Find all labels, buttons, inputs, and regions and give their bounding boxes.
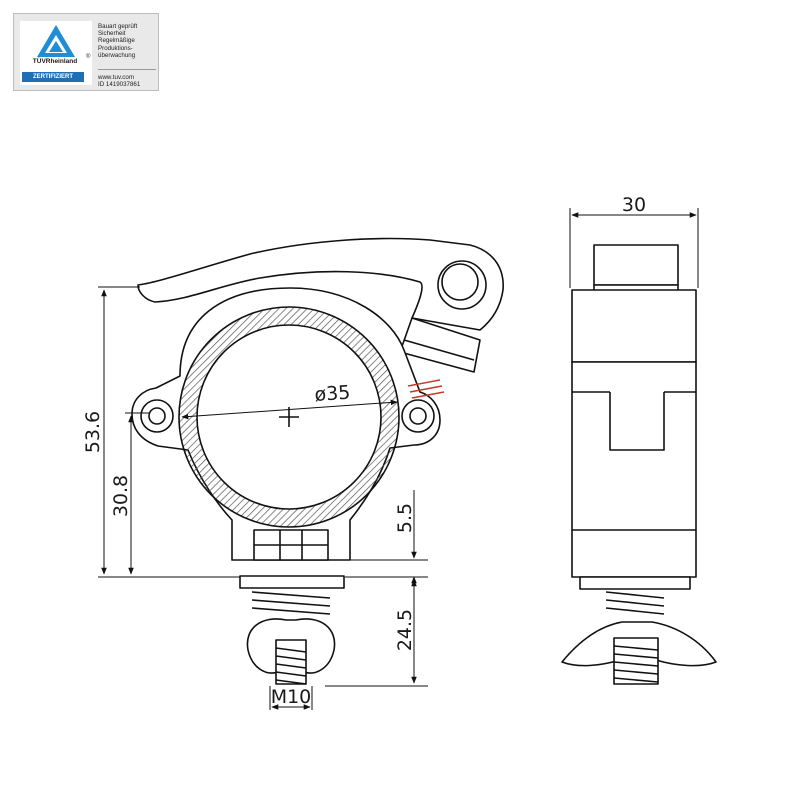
badge-line: Sicherheit (98, 30, 126, 38)
bolt-thread (275, 647, 307, 685)
lever-handle (137, 237, 504, 331)
side-bolt-thread (613, 645, 659, 683)
side-spring (605, 591, 665, 615)
badge-line: überwachung (98, 51, 136, 59)
side-view (561, 244, 717, 685)
right-bolt-hole-inner (409, 407, 427, 425)
dim-label-nut: 5.5 (394, 503, 416, 533)
front-view (131, 237, 504, 685)
tuv-brand-text: TÜVRheinland (32, 58, 78, 65)
dim-label-bolt-length: 24.5 (394, 609, 416, 651)
dim-label-height-total: 53.6 (82, 411, 104, 453)
badge-text-lines: Bauart geprüft Sicherheit Regelmäßige Pr… (98, 23, 156, 59)
side-threaded-bolt (613, 637, 659, 685)
lever-pivot-inner (441, 263, 479, 301)
left-bolt-hole-inner (148, 407, 166, 425)
registered-mark: ® (86, 54, 91, 60)
dim-label-diameter: ø35 (314, 382, 351, 406)
side-washer (579, 576, 691, 590)
badge-footer: www.tuv.com ID 1419037861 (98, 74, 156, 88)
badge-url: www.tuv.com (98, 74, 134, 81)
latch-spring (407, 379, 445, 399)
threaded-bolt (275, 639, 307, 685)
bolt-spring (251, 591, 331, 615)
tuv-certification-badge: TÜVRheinland ® ZERTIFIZIERT Bauart geprü… (13, 13, 159, 91)
badge-line: Bauart geprüft (98, 23, 138, 30)
washer (239, 575, 345, 589)
side-body-upper (571, 289, 697, 363)
badge-line: Regelmäßige (98, 37, 135, 45)
dim-label-height-bolt: 30.8 (110, 475, 132, 517)
side-lever-top (593, 244, 679, 286)
side-slot (609, 392, 665, 451)
badge-line: Produktions- (98, 44, 133, 52)
dim-label-thread: M10 (271, 686, 312, 708)
certified-label: ZERTIFIZIERT (22, 72, 84, 82)
dim-label-width-top: 30 (622, 194, 646, 216)
front-dimensions (98, 286, 428, 710)
dim-line-diameter (181, 399, 398, 420)
side-dimensions (569, 208, 699, 288)
badge-divider (98, 69, 156, 70)
badge-id: ID 1419037861 (98, 81, 141, 89)
